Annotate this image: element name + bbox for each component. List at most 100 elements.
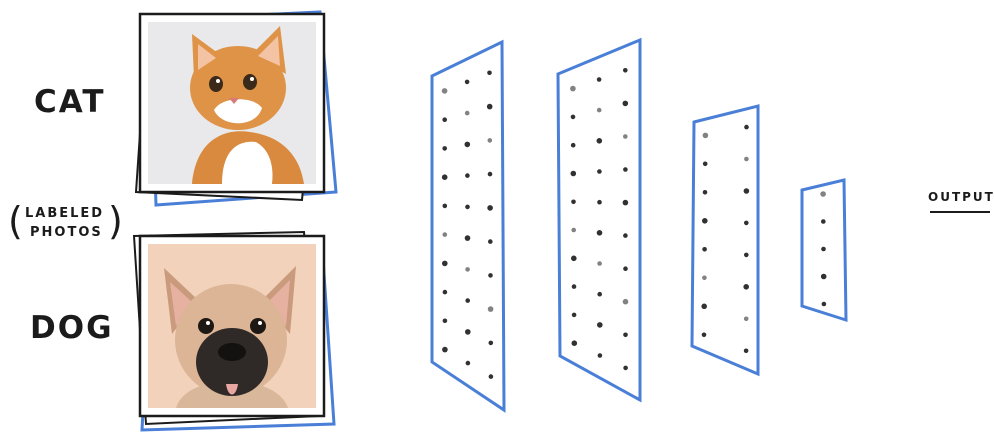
dog-label: DOG (30, 310, 114, 346)
cat-photo-icon (148, 22, 316, 184)
neuron-dot (703, 190, 708, 195)
neuron-dot (571, 171, 577, 177)
neuron-dot (821, 247, 826, 252)
neuron-dot (597, 261, 602, 266)
neuron-dot (443, 204, 448, 209)
neuron-dot (702, 218, 708, 224)
neuron-dot (821, 219, 826, 224)
neuron-dots (442, 68, 827, 379)
cat-photo-stack (136, 12, 336, 205)
neuron-dot (489, 374, 494, 379)
neuron-dot (821, 274, 827, 280)
neuron-dot (571, 200, 576, 205)
neuron-dot (701, 304, 707, 310)
neuron-dot (572, 340, 578, 346)
neuron-dot (744, 253, 749, 258)
neuron-dot (623, 333, 628, 338)
layer-3-panel (692, 106, 758, 374)
neuron-dot (465, 173, 470, 178)
neuron-dot (597, 292, 602, 297)
neuron-dot (442, 146, 447, 151)
neuron-dot (465, 111, 470, 116)
neuron-dot (744, 221, 749, 226)
neuron-dot (597, 77, 602, 82)
neuron-dot (488, 239, 493, 244)
neuron-dot (443, 290, 448, 295)
neuron-dot (572, 313, 577, 318)
neuron-dot (465, 205, 470, 210)
neuron-dot (623, 167, 628, 172)
neuron-dot (442, 117, 447, 122)
dog-photo-icon (148, 244, 316, 408)
neuron-dot (570, 86, 576, 92)
neuron-dot (442, 261, 448, 267)
neuron-dot (623, 134, 628, 139)
neuron-dot (598, 353, 603, 358)
neuron-dot (822, 302, 827, 307)
neuron-dot (703, 162, 708, 167)
output-group: OUTPUT (928, 190, 994, 212)
neuron-dot (702, 276, 707, 281)
open-paren-mark: ( (8, 199, 23, 243)
layer-2-panel (558, 40, 640, 400)
neuron-dot (597, 108, 602, 113)
neuron-dot (744, 317, 749, 322)
neuron-dot (488, 172, 493, 177)
neuron-dot (466, 361, 471, 366)
labeled-photos-label: ( LABELED PHOTOS ) (8, 199, 123, 243)
neuron-dot (597, 169, 602, 174)
neuron-dot (465, 267, 470, 272)
neuron-dot (442, 347, 448, 353)
neuron-dot (488, 138, 493, 143)
neuron-dot (442, 174, 448, 180)
neuron-dot (623, 266, 628, 271)
neuron-dot (597, 138, 603, 144)
neuron-dot (465, 329, 471, 335)
neuron-dot (702, 333, 707, 338)
neuron-dot (820, 191, 826, 197)
neuron-dot (703, 133, 709, 139)
neuron-dot (465, 298, 470, 303)
neuron-dot (744, 125, 749, 130)
neuron-dot (487, 104, 493, 110)
neuron-dot (744, 188, 750, 194)
neuron-dot (623, 68, 628, 73)
neuron-dot (571, 255, 577, 261)
neuron-dot (443, 232, 448, 237)
neuron-dot (597, 200, 602, 205)
neuron-dot (489, 341, 494, 346)
neuron-dot (623, 101, 629, 107)
cat-label: CAT (34, 84, 105, 120)
neuron-dot (623, 200, 629, 206)
neuron-dot (465, 235, 471, 241)
labeled-text: LABELED (25, 206, 104, 221)
neuron-dot (465, 80, 470, 85)
neuron-dot (443, 319, 448, 324)
photos-text: PHOTOS (30, 225, 103, 240)
close-paren-mark: ) (108, 199, 123, 243)
neuron-dot (487, 71, 492, 76)
neuron-dot (571, 143, 576, 148)
neuron-dot (488, 306, 494, 312)
neuron-dot (744, 349, 749, 354)
neuron-dot (597, 230, 603, 236)
dog-photo-stack (134, 232, 334, 430)
neuron-dot (702, 247, 707, 252)
neuron-dot (488, 273, 493, 278)
neuron-dot (442, 88, 448, 94)
neuron-dot (572, 284, 577, 289)
neuron-dot (623, 299, 629, 305)
neuron-dot (623, 233, 628, 238)
output-label: OUTPUT (928, 190, 994, 204)
neuron-dot (465, 142, 471, 148)
neuron-dot (623, 366, 628, 371)
neuron-dot (597, 322, 603, 328)
neuron-dot (743, 284, 749, 290)
neuron-dot (487, 205, 493, 211)
network-layers (432, 40, 846, 410)
neuron-dot (744, 157, 749, 162)
neuron-dot (571, 228, 576, 233)
layer-1-panel (432, 42, 504, 410)
